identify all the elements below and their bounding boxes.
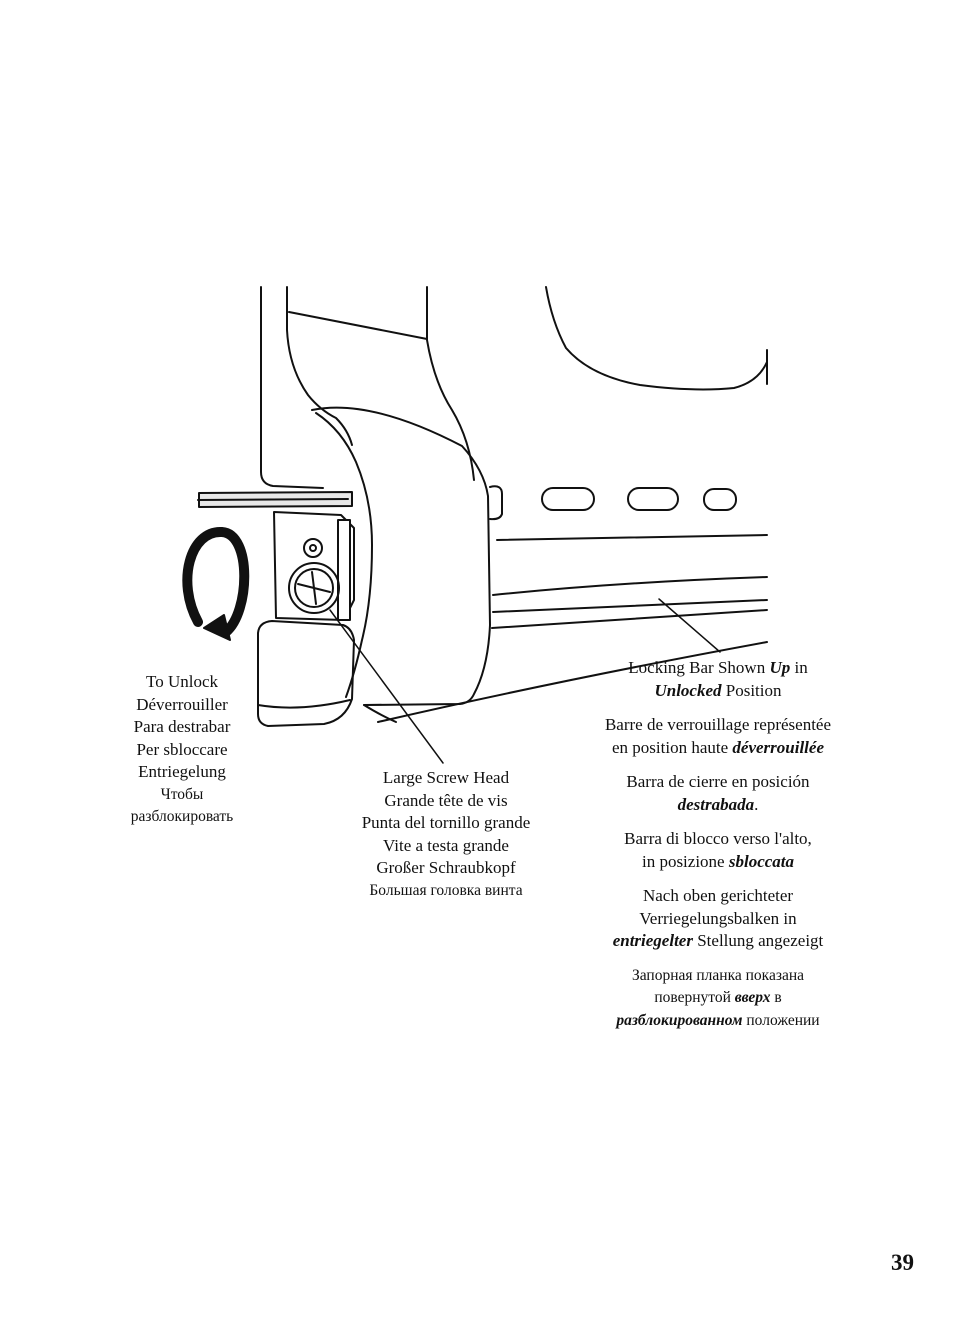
page-number: 39 (891, 1250, 914, 1275)
unlock-label-de: Entriegelung (138, 762, 226, 781)
unlock-label-ru-2: разблокировать (130, 808, 234, 825)
lockbar-label-de: Nach oben gerichteter Verriegelungsbalke… (612, 886, 824, 950)
screw-label-de: Großer Schraubkopf (376, 858, 516, 877)
lockbar-label-it: Barra di blocco verso l'alto, in posizio… (624, 829, 812, 871)
screw-housing (273, 511, 355, 621)
locking-bar-label: Locking Bar Shown Up in Unlocked Positio… (572, 657, 864, 1044)
screw-label-it: Vite a testa grande (383, 835, 509, 855)
lockbar-label-es: Barra de cierre en posición destrabada. (626, 772, 810, 814)
screw-label-ru: Большая головка винта (369, 881, 523, 899)
lockbar-label-en: Locking Bar Shown Up in Unlocked Positio… (628, 658, 808, 700)
screw-head-label: Large Screw Head Grande tête de vis Punt… (330, 767, 562, 902)
lower-bracket (257, 620, 355, 727)
screw-leader-line (329, 609, 444, 764)
unlock-label: To Unlock Déverrouiller Para destrabar P… (102, 671, 262, 829)
screw-label-en: Large Screw Head (382, 768, 510, 787)
screw-label-es: Punta del tornillo grande (361, 813, 531, 832)
lockbar-label-fr: Barre de verrouillage représentée en pos… (604, 715, 832, 757)
lockbar-leader-line (658, 598, 721, 653)
unlock-label-ru-1: Чтобы (160, 785, 204, 803)
lockbar-label-ru: Запорная планка показана повернутой ввер… (616, 966, 820, 1029)
curved-bracket (311, 406, 491, 723)
lever-handle (197, 491, 353, 508)
rotate-arrow-icon (182, 527, 250, 641)
unlock-label-es: Para destrabar (133, 717, 231, 736)
unlock-label-en: To Unlock (146, 672, 218, 691)
locking-bar (377, 485, 768, 723)
leader-lines (329, 598, 721, 764)
left-body-panel (260, 286, 353, 489)
unlock-label-fr: Déverrouiller (136, 694, 228, 714)
top-plate-outline (288, 286, 768, 481)
unlock-label-it: Per sbloccare (136, 739, 228, 759)
screw-label-fr: Grande tête de vis (384, 790, 508, 810)
